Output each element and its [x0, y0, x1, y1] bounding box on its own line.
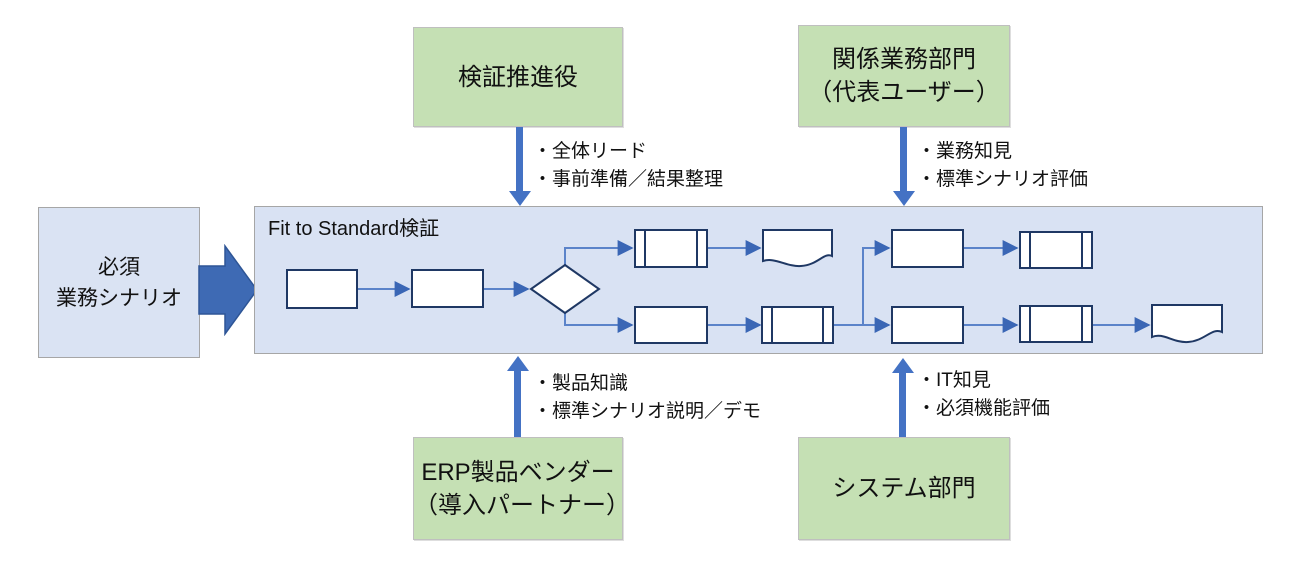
arrow-system-dept-up-head: [891, 358, 914, 373]
promoter-contribution-1: ・全体リード: [533, 141, 648, 162]
flow-node-lower-step-1: [634, 306, 708, 344]
flow-node-upper-predefined: [634, 229, 708, 268]
stakeholder-erp-vendor-box: ERP製品ベンダー （導入パートナー）: [413, 437, 630, 540]
arrow-business-dept-down: [892, 127, 915, 206]
connector-decision-upper: [564, 240, 634, 265]
fat-arrow-shape: [198, 244, 258, 336]
erp-vendor-contributions: ・製品知識 ・標準シナリオ説明／デモ: [533, 370, 761, 426]
flow-node-step-1: [286, 269, 358, 309]
input-scenario-line2: 業務シナリオ: [56, 286, 182, 310]
stakeholder-erp-vendor-line2: （導入パートナー）: [414, 491, 630, 519]
stakeholder-business-dept-box: 関係業務部門 （代表ユーザー）: [798, 25, 1010, 127]
arrow-business-dept-down-head: [892, 191, 915, 206]
stakeholder-business-dept-line2: （代表ユーザー）: [808, 79, 1000, 106]
promoter-contributions: ・全体リード ・事前準備／結果整理: [533, 138, 723, 194]
input-flow-arrow: [198, 244, 258, 336]
promoter-contribution-2: ・事前準備／結果整理: [533, 169, 724, 190]
stakeholder-promoter-label: 検証推進役: [458, 63, 578, 91]
flow-connectors: [357, 240, 1151, 333]
stakeholder-business-dept-line1: 関係業務部門: [832, 46, 976, 73]
business-dept-contribution-2: ・標準シナリオ評価: [917, 169, 1089, 190]
flow-node-merge-upper-predefined: [1019, 231, 1093, 269]
input-scenario-line1: 必須: [98, 255, 140, 279]
business-dept-contributions: ・業務知見 ・標準シナリオ評価: [917, 138, 1088, 194]
arrow-promoter-down: [508, 127, 531, 206]
connector-junction-up: [862, 240, 891, 325]
input-scenario-box: 必須 業務シナリオ: [38, 207, 200, 358]
system-dept-contribution-2: ・必須機能評価: [917, 398, 1051, 419]
arrow-system-dept-up: [891, 358, 914, 437]
stakeholder-system-dept-box: システム部門: [798, 437, 1010, 540]
stakeholder-promoter-box: 検証推進役: [413, 27, 623, 127]
stakeholder-system-dept-label: システム部門: [832, 475, 976, 502]
flow-node-merge-upper-step: [891, 229, 964, 268]
stakeholder-erp-vendor-line1: ERP製品ベンダー: [421, 458, 615, 486]
verification-panel-title: Fit to Standard検証: [268, 218, 440, 240]
flow-node-lower-predefined-1: [761, 306, 834, 344]
flow-node-step-2: [411, 269, 484, 308]
flow-shapes: [286, 229, 1223, 344]
erp-vendor-contribution-2: ・標準シナリオ説明／デモ: [533, 401, 762, 422]
flow-node-lower-predefined-2: [1019, 305, 1093, 343]
business-dept-contribution-1: ・業務知見: [917, 141, 1013, 162]
connector-decision-lower: [564, 313, 634, 333]
arrow-promoter-down-head: [508, 191, 531, 206]
system-dept-contributions: ・IT知見 ・必須機能評価: [917, 367, 1050, 423]
erp-vendor-contribution-1: ・製品知識: [533, 373, 629, 394]
flow-node-lower-step-2: [891, 306, 964, 344]
flow-node-decision: [529, 263, 601, 315]
flow-node-upper-document: [762, 229, 833, 268]
arrow-erp-vendor-up-head: [506, 356, 529, 371]
process-flowchart: [286, 229, 1223, 344]
arrow-erp-vendor-up: [506, 356, 529, 437]
system-dept-contribution-1: ・IT知見: [917, 370, 991, 391]
flow-node-final-document: [1151, 304, 1223, 344]
